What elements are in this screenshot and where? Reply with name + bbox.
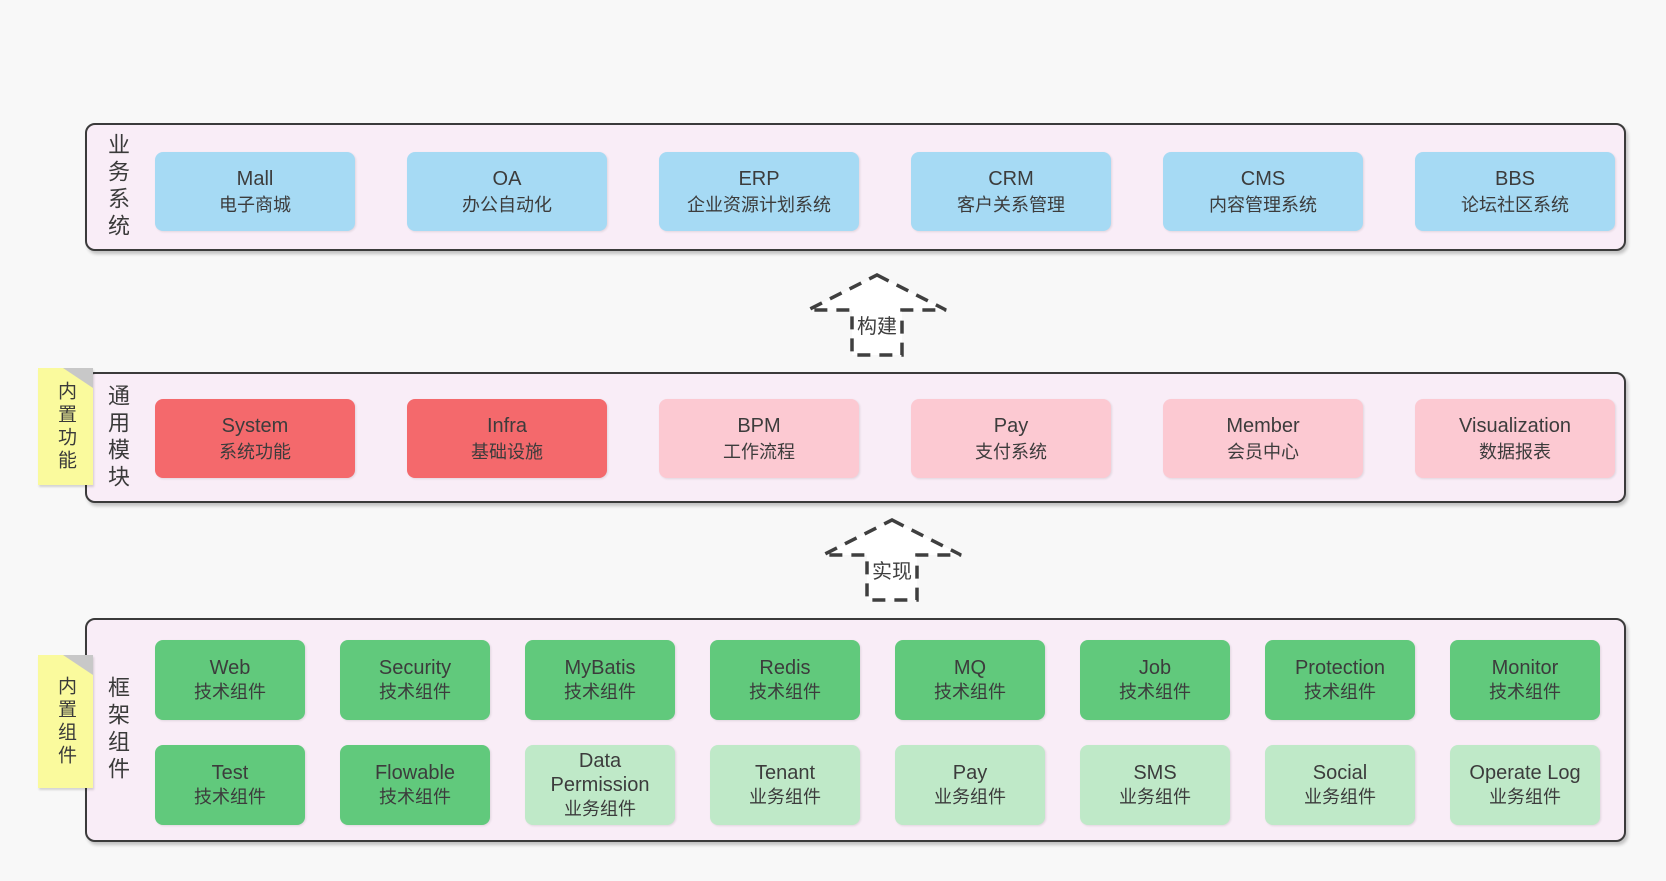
box-operate-log-zh: 业务组件 (1489, 787, 1561, 807)
box-web-en: Web (209, 657, 251, 679)
box-tenant-en: Tenant (754, 762, 816, 784)
box-security: Security 技术组件 (340, 640, 490, 720)
box-bbs: BBS 论坛社区系统 (1415, 152, 1615, 231)
box-crm-en: CRM (988, 167, 1034, 190)
box-system-zh: 系统功能 (219, 441, 291, 462)
box-cms-zh: 内容管理系统 (1209, 194, 1317, 215)
band-common-modules: 通用模块 System 系统功能 Infra 基础设施 BPM 工作流程 Pay… (85, 372, 1626, 503)
box-member-en: Member (1226, 414, 1300, 437)
box-security-en: Security (378, 657, 452, 679)
box-pay-component: Pay 业务组件 (895, 745, 1045, 825)
box-security-zh: 技术组件 (379, 682, 451, 702)
box-data-permission: Data Permission 业务组件 (525, 745, 675, 825)
box-mq-zh: 技术组件 (934, 682, 1006, 702)
box-sms-en: SMS (1133, 762, 1177, 784)
box-member: Member 会员中心 (1163, 399, 1363, 478)
box-social: Social 业务组件 (1265, 745, 1415, 825)
box-bbs-en: BBS (1494, 167, 1536, 190)
box-bbs-zh: 论坛社区系统 (1461, 194, 1569, 215)
box-erp-en: ERP (738, 167, 780, 190)
box-member-zh: 会员中心 (1227, 441, 1299, 462)
box-pay-module-en: Pay (993, 414, 1029, 437)
box-tenant: Tenant 业务组件 (710, 745, 860, 825)
box-social-zh: 业务组件 (1304, 787, 1376, 807)
band-modules-label: 通用模块 (105, 383, 130, 492)
note-built-in-functions: 内置功能 (38, 368, 93, 485)
box-cms-en: CMS (1240, 167, 1286, 190)
box-flowable-zh: 技术组件 (379, 787, 451, 807)
box-mybatis-en: MyBatis (564, 657, 636, 679)
band-business-systems: 业务系统 Mall 电子商城 OA 办公自动化 ERP 企业资源计划系统 CRM… (85, 123, 1626, 251)
box-erp-zh: 企业资源计划系统 (687, 194, 831, 215)
box-oa-en: OA (492, 167, 522, 190)
build-arrow-label: 构建 (854, 310, 900, 339)
box-pay-component-en: Pay (952, 762, 988, 784)
box-erp: ERP 企业资源计划系统 (659, 152, 859, 231)
box-pay-component-zh: 业务组件 (934, 787, 1006, 807)
box-monitor-zh: 技术组件 (1489, 682, 1561, 702)
box-infra: Infra 基础设施 (407, 399, 607, 478)
box-job-en: Job (1138, 657, 1172, 679)
box-oa-zh: 办公自动化 (462, 194, 552, 215)
box-redis: Redis 技术组件 (710, 640, 860, 720)
box-mybatis-zh: 技术组件 (564, 682, 636, 702)
box-mall: Mall 电子商城 (155, 152, 355, 231)
box-infra-en: Infra (486, 414, 528, 437)
box-monitor: Monitor 技术组件 (1450, 640, 1600, 720)
box-crm-zh: 客户关系管理 (957, 194, 1065, 215)
box-operate-log: Operate Log 业务组件 (1450, 745, 1600, 825)
implement-arrow: 实现 (820, 517, 964, 603)
box-crm: CRM 客户关系管理 (911, 152, 1111, 231)
box-monitor-en: Monitor (1491, 657, 1559, 679)
note-fold-icon (63, 655, 93, 675)
note-built-in-components: 内置组件 (38, 655, 93, 788)
box-test-zh: 技术组件 (194, 787, 266, 807)
box-flowable: Flowable 技术组件 (340, 745, 490, 825)
box-mq: MQ 技术组件 (895, 640, 1045, 720)
box-system: System 系统功能 (155, 399, 355, 478)
box-social-en: Social (1312, 762, 1368, 784)
box-flowable-en: Flowable (374, 762, 456, 784)
box-mybatis: MyBatis 技术组件 (525, 640, 675, 720)
box-visualization-zh: 数据报表 (1479, 441, 1551, 462)
implement-arrow-label: 实现 (869, 555, 915, 584)
note-built-in-components-text: 内置组件 (55, 675, 76, 768)
note-built-in-functions-text: 内置功能 (55, 380, 76, 473)
box-web-zh: 技术组件 (194, 682, 266, 702)
band-components-label: 框架组件 (105, 676, 130, 784)
box-bpm-en: BPM (737, 414, 781, 437)
box-bpm: BPM 工作流程 (659, 399, 859, 478)
box-mall-zh: 电子商城 (219, 194, 291, 215)
box-data-permission-en: Data Permission (550, 750, 650, 796)
band-business-label: 业务系统 (105, 133, 130, 241)
box-bpm-zh: 工作流程 (723, 441, 795, 462)
box-sms-zh: 业务组件 (1119, 787, 1191, 807)
box-pay-module-zh: 支付系统 (975, 441, 1047, 462)
box-pay-module: Pay 支付系统 (911, 399, 1111, 478)
box-protection-zh: 技术组件 (1304, 682, 1376, 702)
box-job: Job 技术组件 (1080, 640, 1230, 720)
band-framework-components: 框架组件 Web 技术组件 Security 技术组件 MyBatis 技术组件… (85, 618, 1626, 842)
box-oa: OA 办公自动化 (407, 152, 607, 231)
box-test-en: Test (211, 762, 249, 784)
box-visualization: Visualization 数据报表 (1415, 399, 1615, 478)
box-redis-zh: 技术组件 (749, 682, 821, 702)
box-tenant-zh: 业务组件 (749, 787, 821, 807)
box-system-en: System (221, 414, 289, 437)
box-visualization-en: Visualization (1459, 414, 1571, 437)
box-test: Test 技术组件 (155, 745, 305, 825)
box-mq-en: MQ (953, 657, 987, 679)
box-protection: Protection 技术组件 (1265, 640, 1415, 720)
box-operate-log-en: Operate Log (1469, 762, 1581, 784)
box-cms: CMS 内容管理系统 (1163, 152, 1363, 231)
box-mall-en: Mall (236, 167, 274, 190)
box-protection-en: Protection (1294, 657, 1386, 679)
box-sms: SMS 业务组件 (1080, 745, 1230, 825)
box-data-permission-zh: 业务组件 (564, 799, 636, 819)
box-infra-zh: 基础设施 (471, 441, 543, 462)
build-arrow: 构建 (805, 272, 949, 358)
box-web: Web 技术组件 (155, 640, 305, 720)
box-job-zh: 技术组件 (1119, 682, 1191, 702)
box-redis-en: Redis (759, 657, 811, 679)
